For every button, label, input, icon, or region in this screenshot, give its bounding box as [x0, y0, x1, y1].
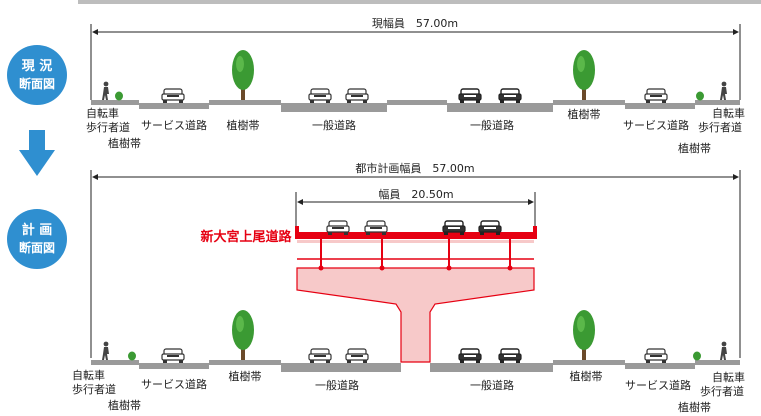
bike-label-line2: 歩行者道	[86, 120, 130, 134]
shrub-icon	[115, 91, 123, 101]
service-road-label: サービス道路	[141, 118, 207, 132]
bike-label-line1: 自転車	[712, 106, 745, 120]
planting-label: 植樹帯	[108, 398, 141, 412]
current-labels: 自転車 歩行者道 植樹帯 サービス道路 植樹帯 一般道路 一般道路 植樹帯 サー…	[86, 106, 745, 155]
planned-badge-line1: 計 画	[22, 222, 53, 238]
service-road-label: サービス道路	[625, 378, 691, 392]
current-section-badge: 現 況 断面図	[7, 45, 67, 105]
planting-label: 植樹帯	[678, 400, 711, 414]
pedestrian-icon	[720, 81, 727, 100]
tree-icon	[232, 310, 254, 360]
planting-label: 植樹帯	[568, 107, 601, 121]
car-icon	[345, 88, 369, 104]
general-road-label: 一般道路	[315, 378, 359, 392]
arrow-down-icon	[19, 130, 55, 176]
planting-label: 植樹帯	[108, 136, 141, 150]
tree-icon	[573, 50, 595, 100]
planned-badge-line2: 断面図	[19, 240, 55, 255]
tree-icon	[232, 50, 254, 100]
shrub-icon	[693, 351, 701, 361]
bike-label-line1: 自転車	[86, 106, 119, 120]
planned-width-label: 都市計画幅員 57.00m	[355, 161, 474, 175]
car-icon	[161, 348, 185, 364]
planting-label: 植樹帯	[227, 118, 260, 132]
viaduct-width-label: 幅員 20.50m	[378, 188, 453, 201]
current-badge-line1: 現 況	[22, 58, 53, 74]
planned-ground-profile	[91, 360, 740, 372]
current-width-label: 現幅員 57.00m	[372, 17, 458, 30]
shrub-icon	[128, 351, 136, 361]
bike-label-line1: 自転車	[712, 370, 745, 384]
car-icon	[308, 348, 332, 364]
car-icon	[644, 88, 668, 104]
bike-label-line2: 歩行者道	[700, 384, 744, 398]
shrub-icon	[696, 91, 704, 101]
viaduct-structure	[295, 226, 537, 363]
current-ground-profile	[91, 100, 740, 112]
car-icon	[498, 348, 522, 364]
bike-label-line2: 歩行者道	[698, 120, 742, 134]
planting-label: 植樹帯	[570, 369, 603, 383]
bike-label-line2: 歩行者道	[72, 382, 116, 396]
car-icon	[498, 88, 522, 104]
car-icon	[345, 348, 369, 364]
planned-width-dimension: 都市計画幅員 57.00m	[90, 159, 741, 358]
tree-icon	[573, 310, 595, 360]
car-icon	[458, 88, 482, 104]
pedestrian-icon	[102, 341, 109, 360]
planting-label: 植樹帯	[678, 141, 711, 155]
viaduct-width-dimension: 幅員 20.50m	[295, 186, 536, 232]
top-rule	[78, 0, 761, 4]
car-icon	[644, 348, 668, 364]
pedestrian-icon	[720, 341, 727, 360]
current-vehicles	[102, 50, 727, 104]
service-road-label: サービス道路	[141, 377, 207, 391]
planned-labels: 自転車 歩行者道 植樹帯 サービス道路 植樹帯 一般道路 一般道路 植樹帯 サー…	[72, 368, 745, 414]
current-badge-line2: 断面図	[19, 76, 55, 91]
car-icon	[308, 88, 332, 104]
general-road-label: 一般道路	[312, 118, 356, 132]
service-road-label: サービス道路	[623, 118, 689, 132]
car-icon	[161, 88, 185, 104]
viaduct-name-label: 新大宮上尾道路	[200, 229, 292, 245]
car-icon	[458, 348, 482, 364]
bike-label-line1: 自転車	[72, 368, 105, 382]
current-width-dimension: 現幅員 57.00m	[90, 14, 741, 100]
planting-label: 植樹帯	[229, 369, 262, 383]
planned-section-badge: 計 画 断面図	[7, 209, 67, 269]
general-road-label: 一般道路	[470, 378, 514, 392]
general-road-label: 一般道路	[470, 118, 514, 132]
pedestrian-icon	[102, 81, 109, 100]
